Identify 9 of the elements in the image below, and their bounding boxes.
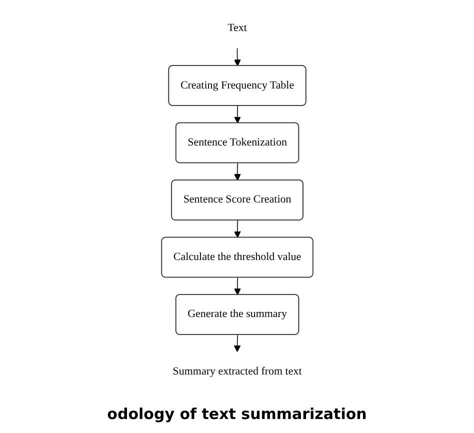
node-text: Summary extracted from text [172,366,302,378]
arrow [234,277,241,296]
arrow [234,334,240,352]
arrow [234,162,241,181]
node-text: Text [227,22,247,34]
arrow [234,106,241,124]
arrow [234,48,241,66]
caption: odology of text summarization [106,405,368,423]
arrow [234,220,241,238]
